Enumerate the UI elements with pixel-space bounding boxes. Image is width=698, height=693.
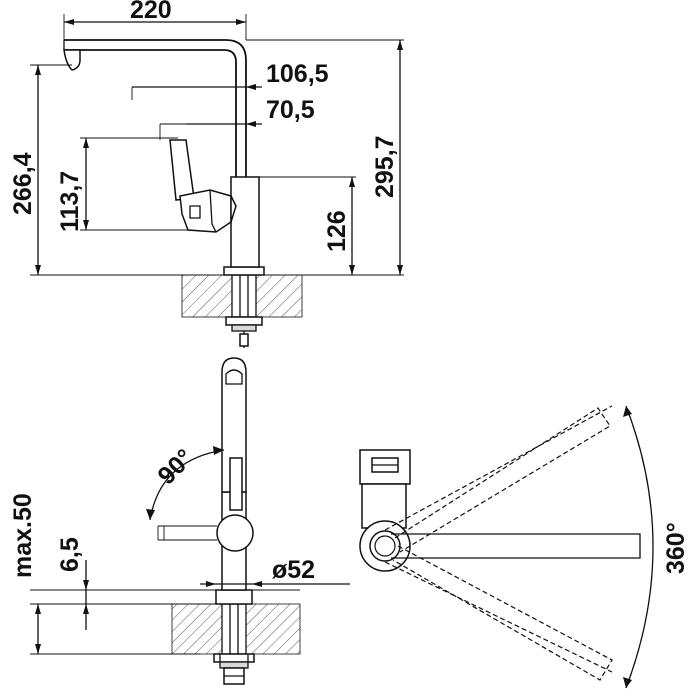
lever-rotated: [157, 525, 217, 541]
faucet-body: [230, 176, 260, 268]
dim-base-diameter-label: ø52: [272, 556, 315, 584]
lever-hub-front: [216, 514, 254, 552]
dim-deck-thickness-label: max.50: [9, 493, 37, 578]
dim-reach-label: 220: [130, 0, 172, 24]
dim-swivel-angle-label: 360°: [662, 522, 690, 574]
mounting-nut: [225, 316, 263, 326]
top-plan-view: 360°: [359, 405, 690, 689]
dim-lever-height-label: 113,7: [56, 171, 84, 232]
dim-body-height-label: 126: [323, 210, 351, 252]
dim-total-height-label: 295,7: [371, 135, 399, 198]
body-cone: [230, 195, 237, 223]
dim-base-height-label: 6,5: [56, 537, 84, 572]
rotation-arc-90: [149, 449, 225, 521]
dim-lever-angle-label: 90°: [152, 444, 199, 491]
dim-lever-offset-inner-label: 70,5: [266, 96, 315, 124]
lever-vertical: [229, 457, 243, 511]
base-circle-inner: [369, 530, 401, 562]
dim-lever-offset-label: 106,5: [266, 60, 329, 88]
side-elevation-view: 220 106,5 70,5 266,4 113,7 126 295,7: [9, 0, 404, 348]
dim-height-to-spout-label: 266,4: [9, 152, 37, 215]
spout-column: [64, 49, 237, 177]
faucet-base: [223, 266, 265, 276]
lever-handle: [169, 139, 195, 201]
mounting-shank-front: [221, 603, 247, 655]
mounting-shank: [231, 274, 257, 318]
faucet-base-front: [215, 589, 253, 605]
spout-top-rotated-down: [392, 545, 613, 681]
spout-top-straight: [391, 533, 641, 559]
swivel-arc-360: [625, 405, 654, 689]
front-elevation-view: max.50 6,5 ø52 90°: [9, 357, 350, 685]
lever-hub: [179, 189, 232, 233]
spout-tip: [63, 49, 81, 71]
spout-top-rotated-up: [394, 407, 611, 553]
